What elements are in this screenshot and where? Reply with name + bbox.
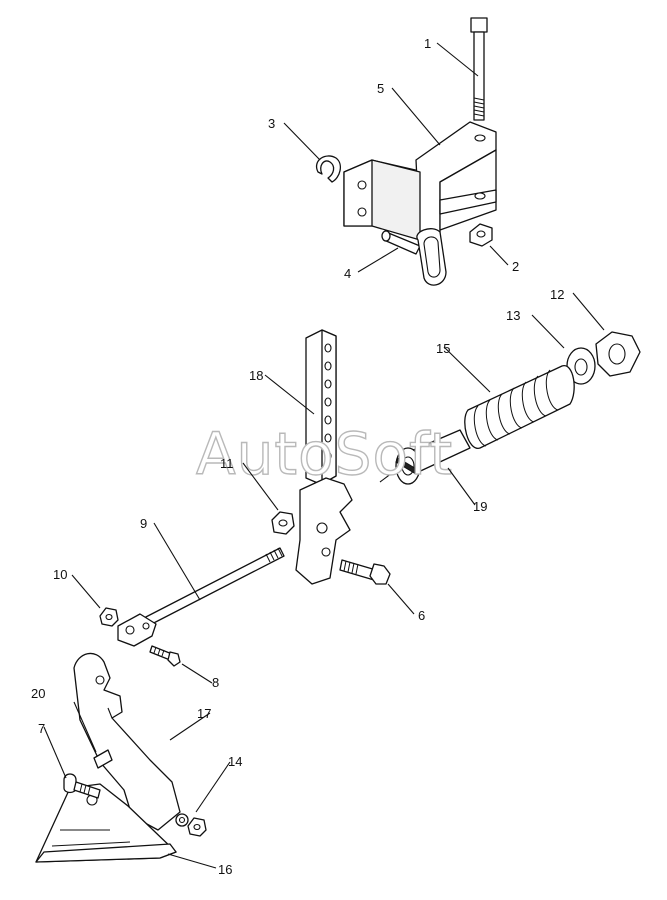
callout-15: 15 <box>436 341 450 356</box>
part-4-lynch-pin <box>381 228 447 286</box>
part-7-bolt <box>63 773 101 799</box>
callout-13: 13 <box>506 308 520 323</box>
callout-6: 6 <box>418 608 425 623</box>
part-18-adjust-arm <box>295 329 353 585</box>
part-5-bracket <box>343 121 497 241</box>
callout-12: 12 <box>550 287 564 302</box>
callout-1: 1 <box>424 36 431 51</box>
callout-9: 9 <box>140 516 147 531</box>
part-12-nut <box>595 331 641 377</box>
part-19-spring-rod <box>379 429 471 485</box>
part-2-nut <box>469 223 493 247</box>
callout-14: 14 <box>228 754 242 769</box>
part-13-washer <box>566 347 596 385</box>
part-3-snap-ring <box>315 155 342 183</box>
part-1-bolt <box>470 17 488 121</box>
part-17-shank <box>73 652 181 831</box>
callout-17: 17 <box>197 706 211 721</box>
callout-18: 18 <box>249 368 263 383</box>
callout-19: 19 <box>473 499 487 514</box>
part-11-nut <box>271 511 295 535</box>
callout-16: 16 <box>218 862 232 877</box>
callout-10: 10 <box>53 567 67 582</box>
callout-3: 3 <box>268 116 275 131</box>
part-15-spring <box>464 365 575 449</box>
part-20-key <box>93 749 113 769</box>
part-16-shovel <box>35 783 177 863</box>
part-9-rod <box>117 547 285 647</box>
callout-11: 11 <box>220 456 234 471</box>
leader-lines <box>43 42 605 869</box>
callout-2: 2 <box>512 259 519 274</box>
callout-7: 7 <box>38 721 45 736</box>
callout-20: 20 <box>31 686 45 701</box>
callout-5: 5 <box>377 81 384 96</box>
watermark: AutoSoft <box>196 420 453 488</box>
part-14-nut-washer <box>175 813 207 837</box>
part-10-nut <box>99 607 119 627</box>
callout-8: 8 <box>212 675 219 690</box>
part-6-bolt <box>339 559 391 585</box>
callout-4: 4 <box>344 266 351 281</box>
part-8-bolt <box>149 645 181 667</box>
